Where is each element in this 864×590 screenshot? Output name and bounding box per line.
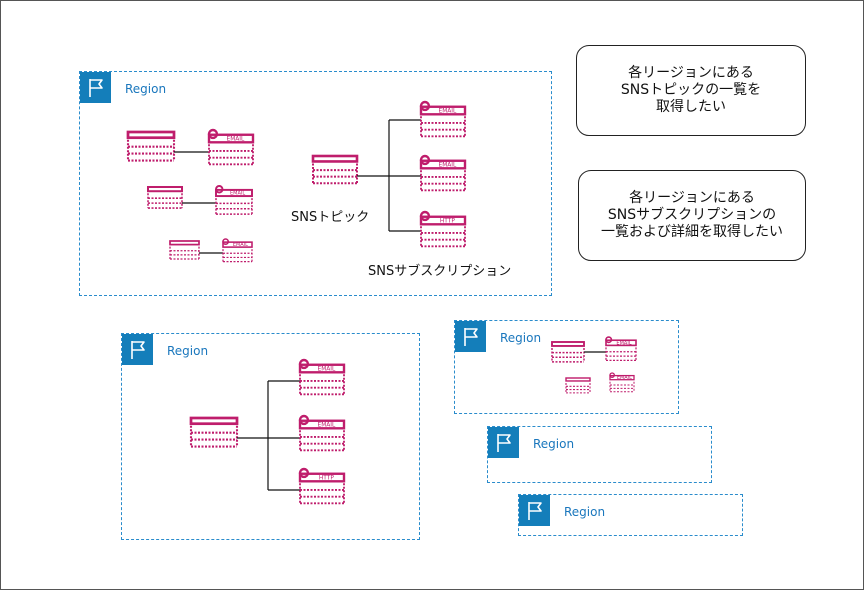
sns-topic-icon bbox=[551, 341, 585, 363]
subscription-type-label: EMAIL bbox=[616, 340, 631, 346]
flag-icon bbox=[80, 72, 111, 103]
sns-topic-icon bbox=[311, 154, 359, 185]
sns-topic-caption: SNSトピック bbox=[291, 210, 370, 225]
sns-subscription-icon: EMAIL bbox=[419, 100, 467, 138]
sns-subscription-icon: EMAIL bbox=[609, 372, 635, 393]
sns-topic-icon bbox=[146, 185, 184, 209]
sns-subscription-icon: EMAIL bbox=[222, 238, 253, 263]
sns-topic-icon bbox=[565, 377, 591, 394]
sns-subscription-icon: EMAIL bbox=[419, 154, 467, 192]
callout-subscriptions: 各リージョンにある SNSサブスクリプションの 一覧および詳細を取得したい bbox=[578, 170, 806, 261]
sns-subscription-icon: HTTP bbox=[419, 210, 467, 248]
flag-icon bbox=[122, 334, 153, 365]
subscription-type-label: EMAIL bbox=[438, 163, 457, 169]
region-label: Region bbox=[500, 331, 542, 345]
flag-icon bbox=[519, 495, 550, 526]
sns-subscription-icon: EMAIL bbox=[207, 128, 255, 166]
subscription-type-label: EMAIL bbox=[233, 242, 248, 248]
subscription-type-label: HTTP bbox=[440, 219, 455, 225]
flag-icon bbox=[455, 321, 486, 352]
region-small-1: Region bbox=[454, 320, 679, 414]
subscription-type-label: EMAIL bbox=[226, 137, 245, 143]
sns-subscription-icon: EMAIL bbox=[605, 336, 637, 362]
subscription-type-label: EMAIL bbox=[230, 191, 245, 197]
sns-topic-icon bbox=[169, 240, 200, 260]
region-label: Region bbox=[564, 505, 606, 519]
region-small-2: Region bbox=[487, 426, 712, 483]
region-label: Region bbox=[533, 437, 575, 451]
region-label: Region bbox=[125, 82, 167, 96]
sns-subscription-icon: EMAIL bbox=[298, 358, 346, 396]
sns-subscription-icon: HTTP bbox=[298, 467, 346, 505]
sns-subscription-icon: EMAIL bbox=[298, 414, 346, 452]
subscription-type-label: EMAIL bbox=[317, 367, 336, 373]
sns-topic-icon bbox=[189, 416, 239, 448]
region-small-3: Region bbox=[518, 494, 743, 536]
subscription-type-label: HTTP bbox=[319, 476, 334, 482]
subscription-type-label: EMAIL bbox=[438, 109, 457, 115]
region-main: Region bbox=[79, 71, 552, 296]
region-label: Region bbox=[167, 344, 209, 358]
flag-icon bbox=[488, 427, 519, 458]
region-lower-left: Region bbox=[121, 333, 420, 540]
subscription-type-label: EMAIL bbox=[617, 375, 632, 381]
sns-subscription-icon: EMAIL bbox=[215, 185, 253, 215]
sns-subscription-caption: SNSサブスクリプション bbox=[368, 264, 512, 279]
sns-topic-icon bbox=[126, 130, 176, 162]
subscription-type-label: EMAIL bbox=[317, 423, 336, 429]
callout-topics: 各リージョンにある SNSトピックの一覧を 取得したい bbox=[576, 45, 806, 136]
